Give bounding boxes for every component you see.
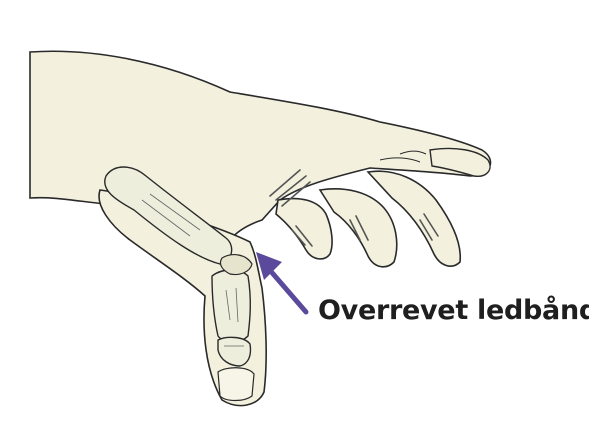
proximal-phalanx bbox=[212, 270, 250, 342]
thumb-nail bbox=[218, 368, 254, 401]
arrow-shaft bbox=[268, 268, 306, 312]
annotation-label: Overrevet ledbånd bbox=[318, 297, 589, 324]
finger-middle bbox=[320, 189, 397, 267]
finger-index bbox=[276, 199, 332, 259]
